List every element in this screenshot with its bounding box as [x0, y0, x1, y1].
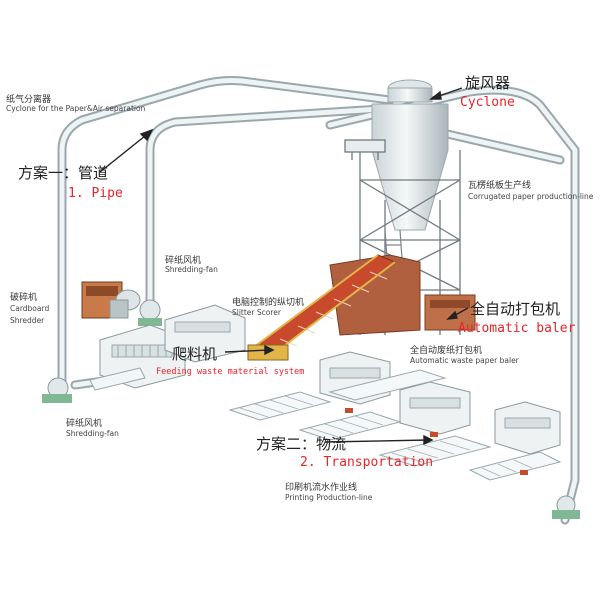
cyclone-label-en: Cyclone	[460, 95, 515, 110]
cardboard-shredder-label-en2: Shredder	[10, 316, 45, 325]
plan1-label-zh: 方案一：管道	[18, 164, 109, 182]
cyclone-separator-label-zh: 纸气分离器	[6, 95, 52, 105]
waste-baler-label-zh: 全自动废纸打包机	[410, 346, 483, 356]
annotation-arrows	[99, 87, 469, 446]
waste-baler-label-en: Automatic waste paper baler	[410, 356, 519, 365]
corrugated-line-label-zh: 瓦楞纸板生产线	[468, 181, 532, 191]
left-conveyor	[89, 367, 146, 391]
slitter-label-zh: 电脑控制的纵切机	[232, 298, 305, 308]
plan1-label-en: 1. Pipe	[68, 186, 123, 201]
shredding-fan-right-machine	[552, 495, 580, 519]
baler-label-en: Automatic baler	[458, 321, 576, 336]
cardboard-shredder-label-en1: Cardboard	[10, 304, 50, 313]
corrugated-line-label-en: Corrugated paper production-line	[468, 192, 594, 201]
plan2-label-zh: 方案二：物流	[256, 435, 347, 453]
shredding-fan-top-label-en: Shredding-fan	[165, 265, 218, 274]
shredding-fan-bottom-label-zh: 碎纸风机	[66, 419, 103, 429]
cardboard-shredder-label-zh: 破碎机	[10, 293, 38, 303]
transport-carts	[345, 408, 528, 475]
incline-conveyor	[247, 254, 396, 361]
slitter-label-en: Slitter Scorer	[232, 308, 281, 317]
printing-line-label-zh: 印刷机流水作业线	[285, 483, 358, 493]
shredding-fan-top-label-zh: 碎纸风机	[165, 256, 202, 266]
baler-label-zh: 全自动打包机	[470, 300, 561, 318]
cyclone-separator-label-en: Cyclone for the Paper&Air separation	[6, 104, 146, 113]
plan2-label-en: 2. Transportation	[300, 455, 434, 470]
cyclone-label-zh: 旋风器	[465, 74, 511, 92]
feeding-label-en: Feeding waste material system	[156, 367, 305, 377]
printing-machine-2	[399, 381, 471, 435]
printing-line-label-en: Printing Production-line	[285, 493, 373, 502]
corrugated-machine-2	[164, 304, 246, 363]
feeding-label-zh: 爬料机	[172, 345, 218, 363]
cardboard-shredder-machine	[81, 281, 141, 319]
shredding-fan-bottom-label-en: Shredding-fan	[66, 429, 119, 438]
shredding-fan-bottom-machine	[42, 377, 72, 403]
printing-machine-3	[494, 401, 561, 455]
shredding-fan-top-machine	[138, 299, 162, 326]
